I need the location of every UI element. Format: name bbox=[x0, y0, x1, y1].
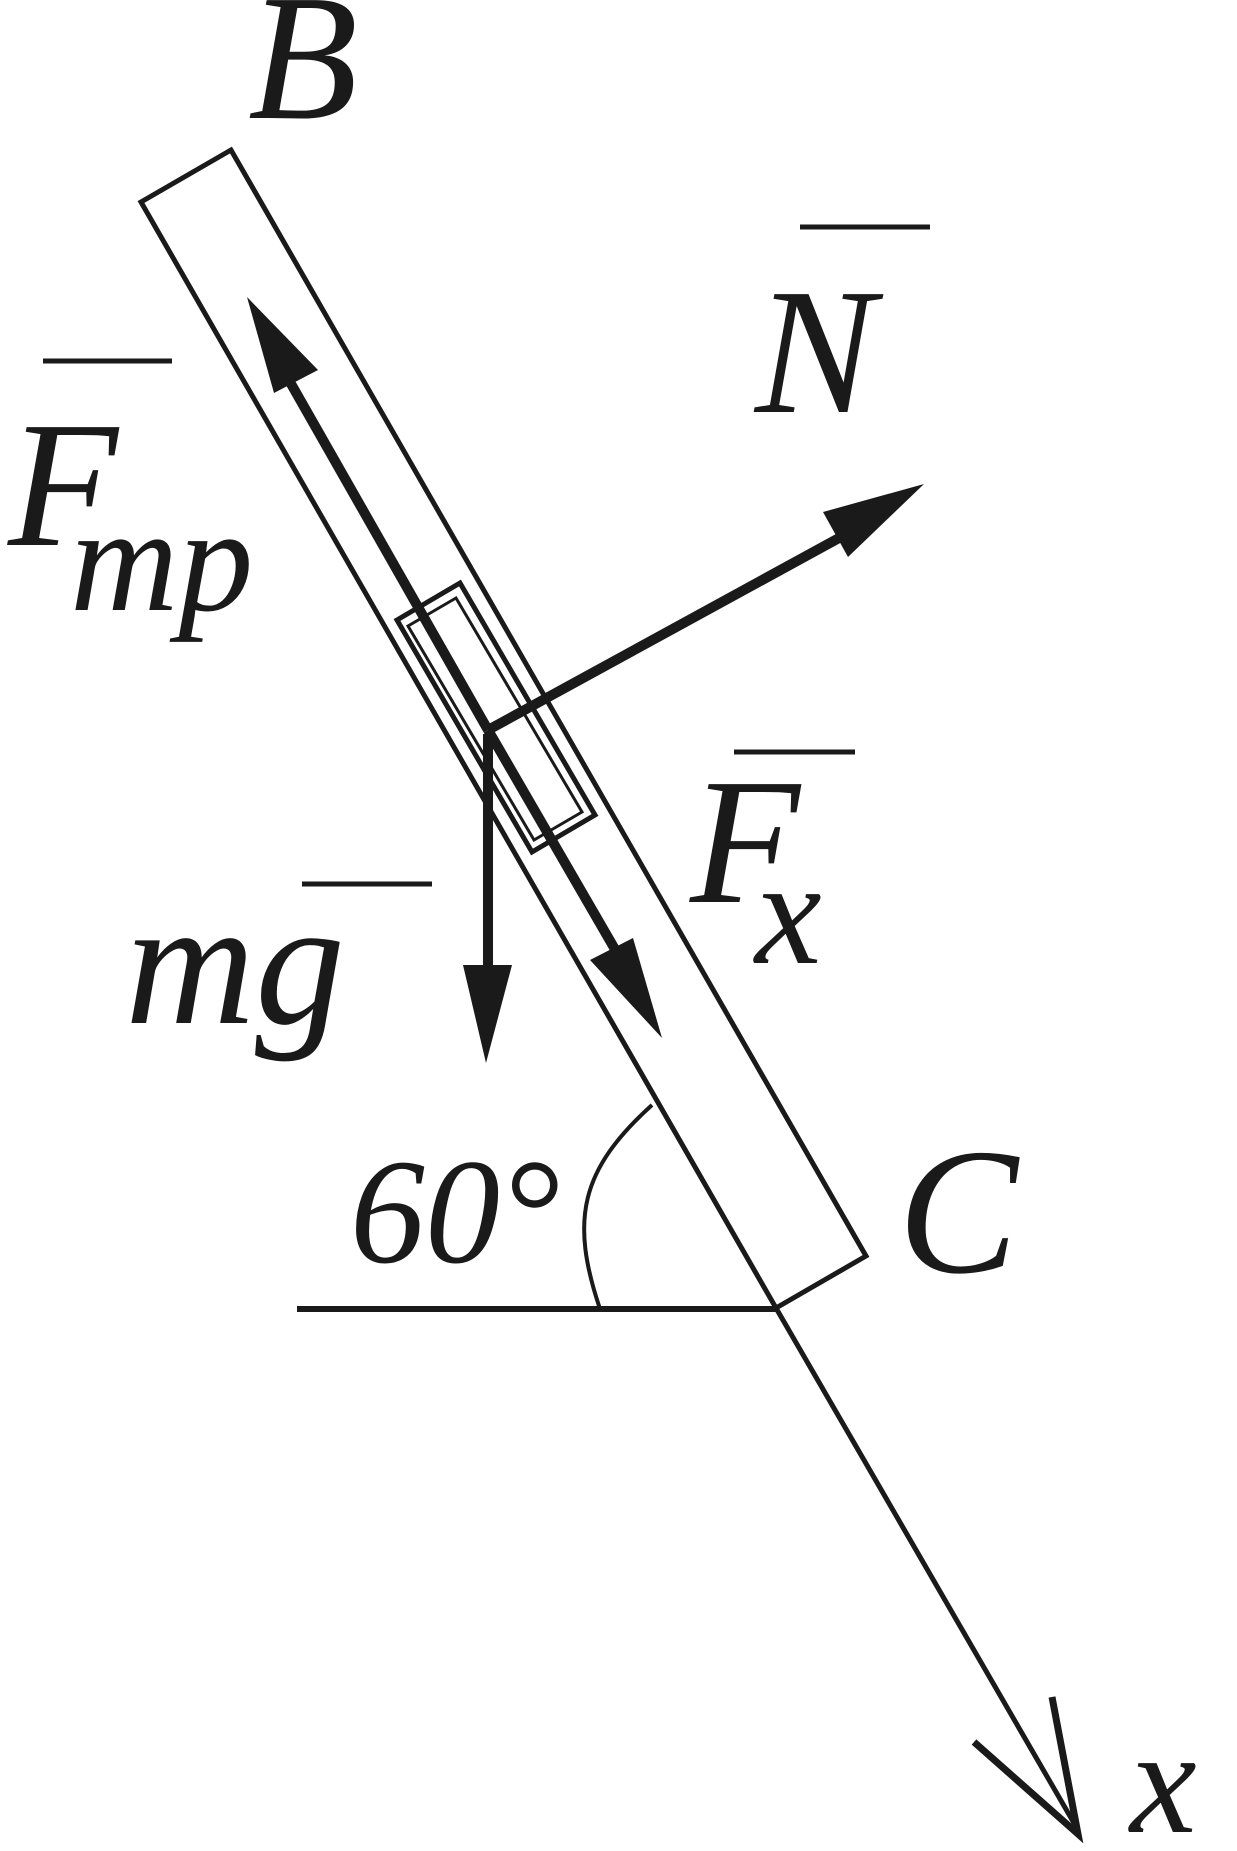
label-force-x-sub: x bbox=[753, 830, 822, 996]
label-point-c: C bbox=[898, 1112, 1020, 1311]
label-gravity: mg bbox=[125, 863, 345, 1062]
x-axis-arrow-icon bbox=[971, 1696, 1084, 1844]
friction-vector-shaft bbox=[285, 379, 493, 733]
label-friction-force-sub: mp bbox=[70, 477, 253, 643]
friction-arrow-icon bbox=[247, 297, 318, 393]
label-point-b: B bbox=[248, 0, 358, 157]
normal-vector-shaft bbox=[485, 527, 853, 735]
label-force-x-main: F bbox=[689, 742, 802, 941]
normal-arrow-icon bbox=[823, 484, 924, 557]
label-angle: 60° bbox=[350, 1129, 560, 1295]
gravity-arrow-icon bbox=[463, 965, 512, 1063]
force-x-arrow-icon bbox=[590, 938, 662, 1038]
label-friction-force-main: F bbox=[7, 385, 120, 584]
label-axis: x bbox=[1128, 1699, 1197, 1851]
inclined-beam bbox=[137, 146, 870, 1312]
force-x-vector-shaft bbox=[483, 727, 625, 961]
x-axis-line bbox=[773, 1306, 1081, 1832]
angle-arc bbox=[582, 1103, 654, 1310]
label-normal-force: N bbox=[753, 252, 884, 451]
